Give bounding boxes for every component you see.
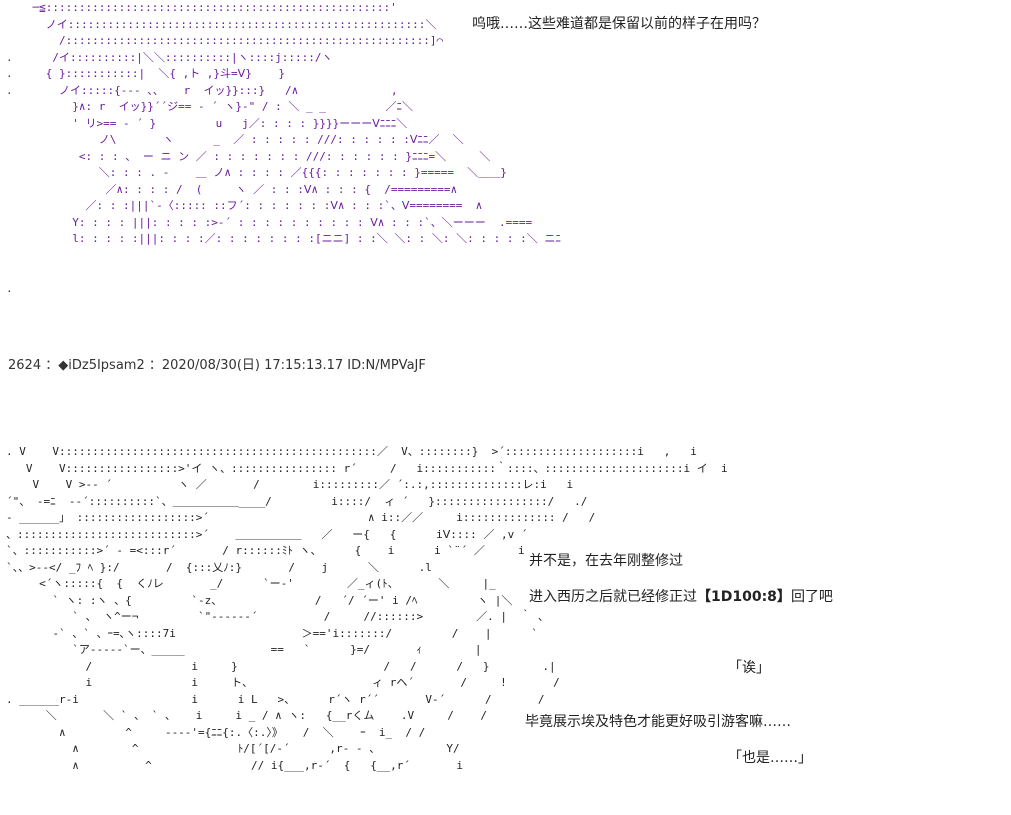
post-separator: ： (45, 358, 59, 373)
bottom_art-line: - ______」 ::::::::::::::::::>´ ∧ i::／／ i… (6, 511, 596, 524)
bottom_art-line: 、:::::::::::::::::::::::::::>´ ＿＿＿＿＿＿ ／ … (6, 527, 528, 541)
bottom_art-line: ` ヽ: :ヽ 、{ `‐z、 / ´/ ´ー' i /ﾍ ヽ |＼ (6, 593, 513, 607)
bottom_art-line: ∧ ^ // i{___,r-´ { {__,r´ i (6, 758, 463, 772)
bottom_art-line: V V:::::::::::::::::>'イ ヽ、::::::::::::::… (6, 461, 728, 475)
top_art-line: . /イ::::::::::|＼＼::::::::::|ヽ::::j:::::/… (6, 50, 333, 64)
top_art-line: . ノイ:::::{--- 、、 r イッ}}:::} /∧ , (6, 83, 398, 97)
top-dialogue: 呜哦……这些难道都是保留以前的样子在用吗？ (472, 14, 766, 34)
dialogue-text-3: 「诶」 (728, 660, 770, 676)
top_art-line: <: : : 、 ー ニ ン ／ : : : : : : : ///: : : … (6, 149, 491, 163)
top_art-line: }∧: r イッ}}´´ジ== - ´ ヽ}-" / : ＼ _ _ ／ﾆ＼ (6, 100, 414, 113)
top_art-line: ─≦::::::::::::::::::::::::::::::::::::::… (6, 1, 397, 14)
bottom_art-line: V V >-‐ ´ ヽ ／ / i:::::::::／ ´:.:,:::::::… (6, 478, 574, 491)
top_art-line: . { }:::::::::::| ＼{ ,ト ,}斗=Ⅴ} } (6, 67, 285, 80)
dialogue-text-2b: 回了吧 (790, 589, 833, 605)
top_art-line: Y: : : : |||: : : : :>‐´ : : : : : : : :… (6, 215, 533, 229)
bottom-ascii-art: . V V:::::::::::::::::::::::::::::::::::… (6, 444, 728, 812)
dialogue-text-5: 「也是……」 (728, 750, 812, 766)
post-separator-2: ： (148, 358, 162, 373)
bottom_art-line: / i } / / / } .| (6, 659, 556, 673)
top_art-line: ノ\ ヽ _ ／ : : : : : ///: : : : : :Ⅴﾆﾆ／ ＼ (6, 133, 464, 146)
top_art-line (6, 264, 496, 281)
bottom_art-line: ∧ ^ ----'={ﾆﾆ{:.〈:.〉》 / ＼ ｰ i_ / / (6, 725, 426, 739)
top_art-line: ／∧: : : : / ( ヽ ／ : : :Ⅴ∧ : : : { /=====… (6, 182, 458, 196)
top_art-line: ／: : :|||`-〈::::: ::フ´: : : : : : :Ⅴ∧ : … (6, 199, 483, 212)
top_art-line: . (6, 281, 13, 295)
dialogue-line-2: 进入西历之后就已经修正过【1D100:8】回了吧 (529, 587, 833, 607)
bottom_art-line: -` 、` 、ｰ=､ヽ::::7i ＞=='i:::::::/ / | ` (6, 626, 538, 640)
dialogue-text-1: 并不是，在去年刚整修过 (529, 553, 683, 569)
top-ascii-art: ─≦::::::::::::::::::::::::::::::::::::::… (6, 0, 561, 300)
top_art-line: /:::::::::::::::::::::::::::::::::::::::… (6, 34, 444, 47)
post-header: 2624 ：◆iDz5Ipsam2 ：2020/08/30(日) 17:15:1… (8, 357, 426, 375)
dialogue-line-1: 并不是，在去年刚整修过 (529, 551, 683, 571)
bottom_art-line: ∧ ^ ﾄ/[´[/‐´ ,r‐ - 、 Y/ (6, 742, 460, 755)
bottom_art-line: . ______r-i i i L >、 r´ヽ r´´ V‐´ / / (6, 692, 545, 706)
bottom_art-line: ` 、 ヽ^ー¬ `"------´ / //::::::> ／. | ｀ 、 (6, 610, 549, 623)
dialogue-line-4: 毕竟展示埃及特色才能更好吸引游客嘛…… (525, 712, 791, 732)
bottom_art-line: <´ヽ:::::{ { くﾉレ _/ `ー‐' ／_ィ(ﾄ、 ＼ |_ (6, 577, 496, 590)
dialogue-text-2a: 进入西历之后就已经修正过 (529, 589, 697, 605)
bottom_art-line: ＼ ＼ ` 、 ` 、 i i _ / ∧ ヽ: {__rくム .V / / (6, 709, 487, 722)
post-id: ID:N/MPVaJF (347, 358, 426, 373)
post-date: 2020/08/30(日) 17:15:13.17 (161, 358, 344, 373)
dialogue-text-4: 毕竟展示埃及特色才能更好吸引游客嘛…… (525, 714, 791, 730)
post-number: 2624 (8, 358, 42, 373)
bottom_art-line: `、:::::::::::>´ - =<:::r´ / r::::::ﾐﾄ ヽ、… (6, 544, 525, 557)
bottom_art-line: ´"、 -=ﾆ ‐‐´::::::::::`、＿＿＿＿＿＿____/ i::::… (6, 494, 588, 508)
bottom_art-line: i i ト、 ィ rヘ´ / ! / (6, 676, 560, 689)
bottom_art-line: `、、>-‐</ _ﾌ ﾍ }:/ / {:::乂ﾉ:} / j ＼ .l (6, 560, 432, 574)
bottom_art-line: `ア‐---‐`ー、_____ == ` }=/ ｨ | (6, 643, 482, 656)
top_art-line: l: : : : :|||: : : :／: : : : : : : :[ニニ]… (6, 232, 561, 245)
top_art-line: ノイ::::::::::::::::::::::::::::::::::::::… (6, 17, 437, 31)
dialogue-line-5: 「也是……」 (728, 748, 812, 768)
poster-name: ◆iDz5Ipsam2 (58, 358, 145, 373)
top_art-line: ' リ>== - ´ } u j／: : : : }}}}ーーーⅤﾆﾆﾆ＼ (6, 116, 408, 130)
bottom_art-line: . V V:::::::::::::::::::::::::::::::::::… (6, 445, 697, 458)
top_art-line: ＼: : : . - ＿ ノ∧ : : : : ／{{{: : : : : : … (6, 166, 507, 179)
dialogue-line-3: 「诶」 (728, 658, 770, 678)
top-dialogue-line-1: 呜哦……这些难道都是保留以前的样子在用吗？ (472, 16, 766, 32)
top_art-line (6, 248, 496, 265)
dice-roll: 【1D100:8】 (697, 589, 791, 605)
